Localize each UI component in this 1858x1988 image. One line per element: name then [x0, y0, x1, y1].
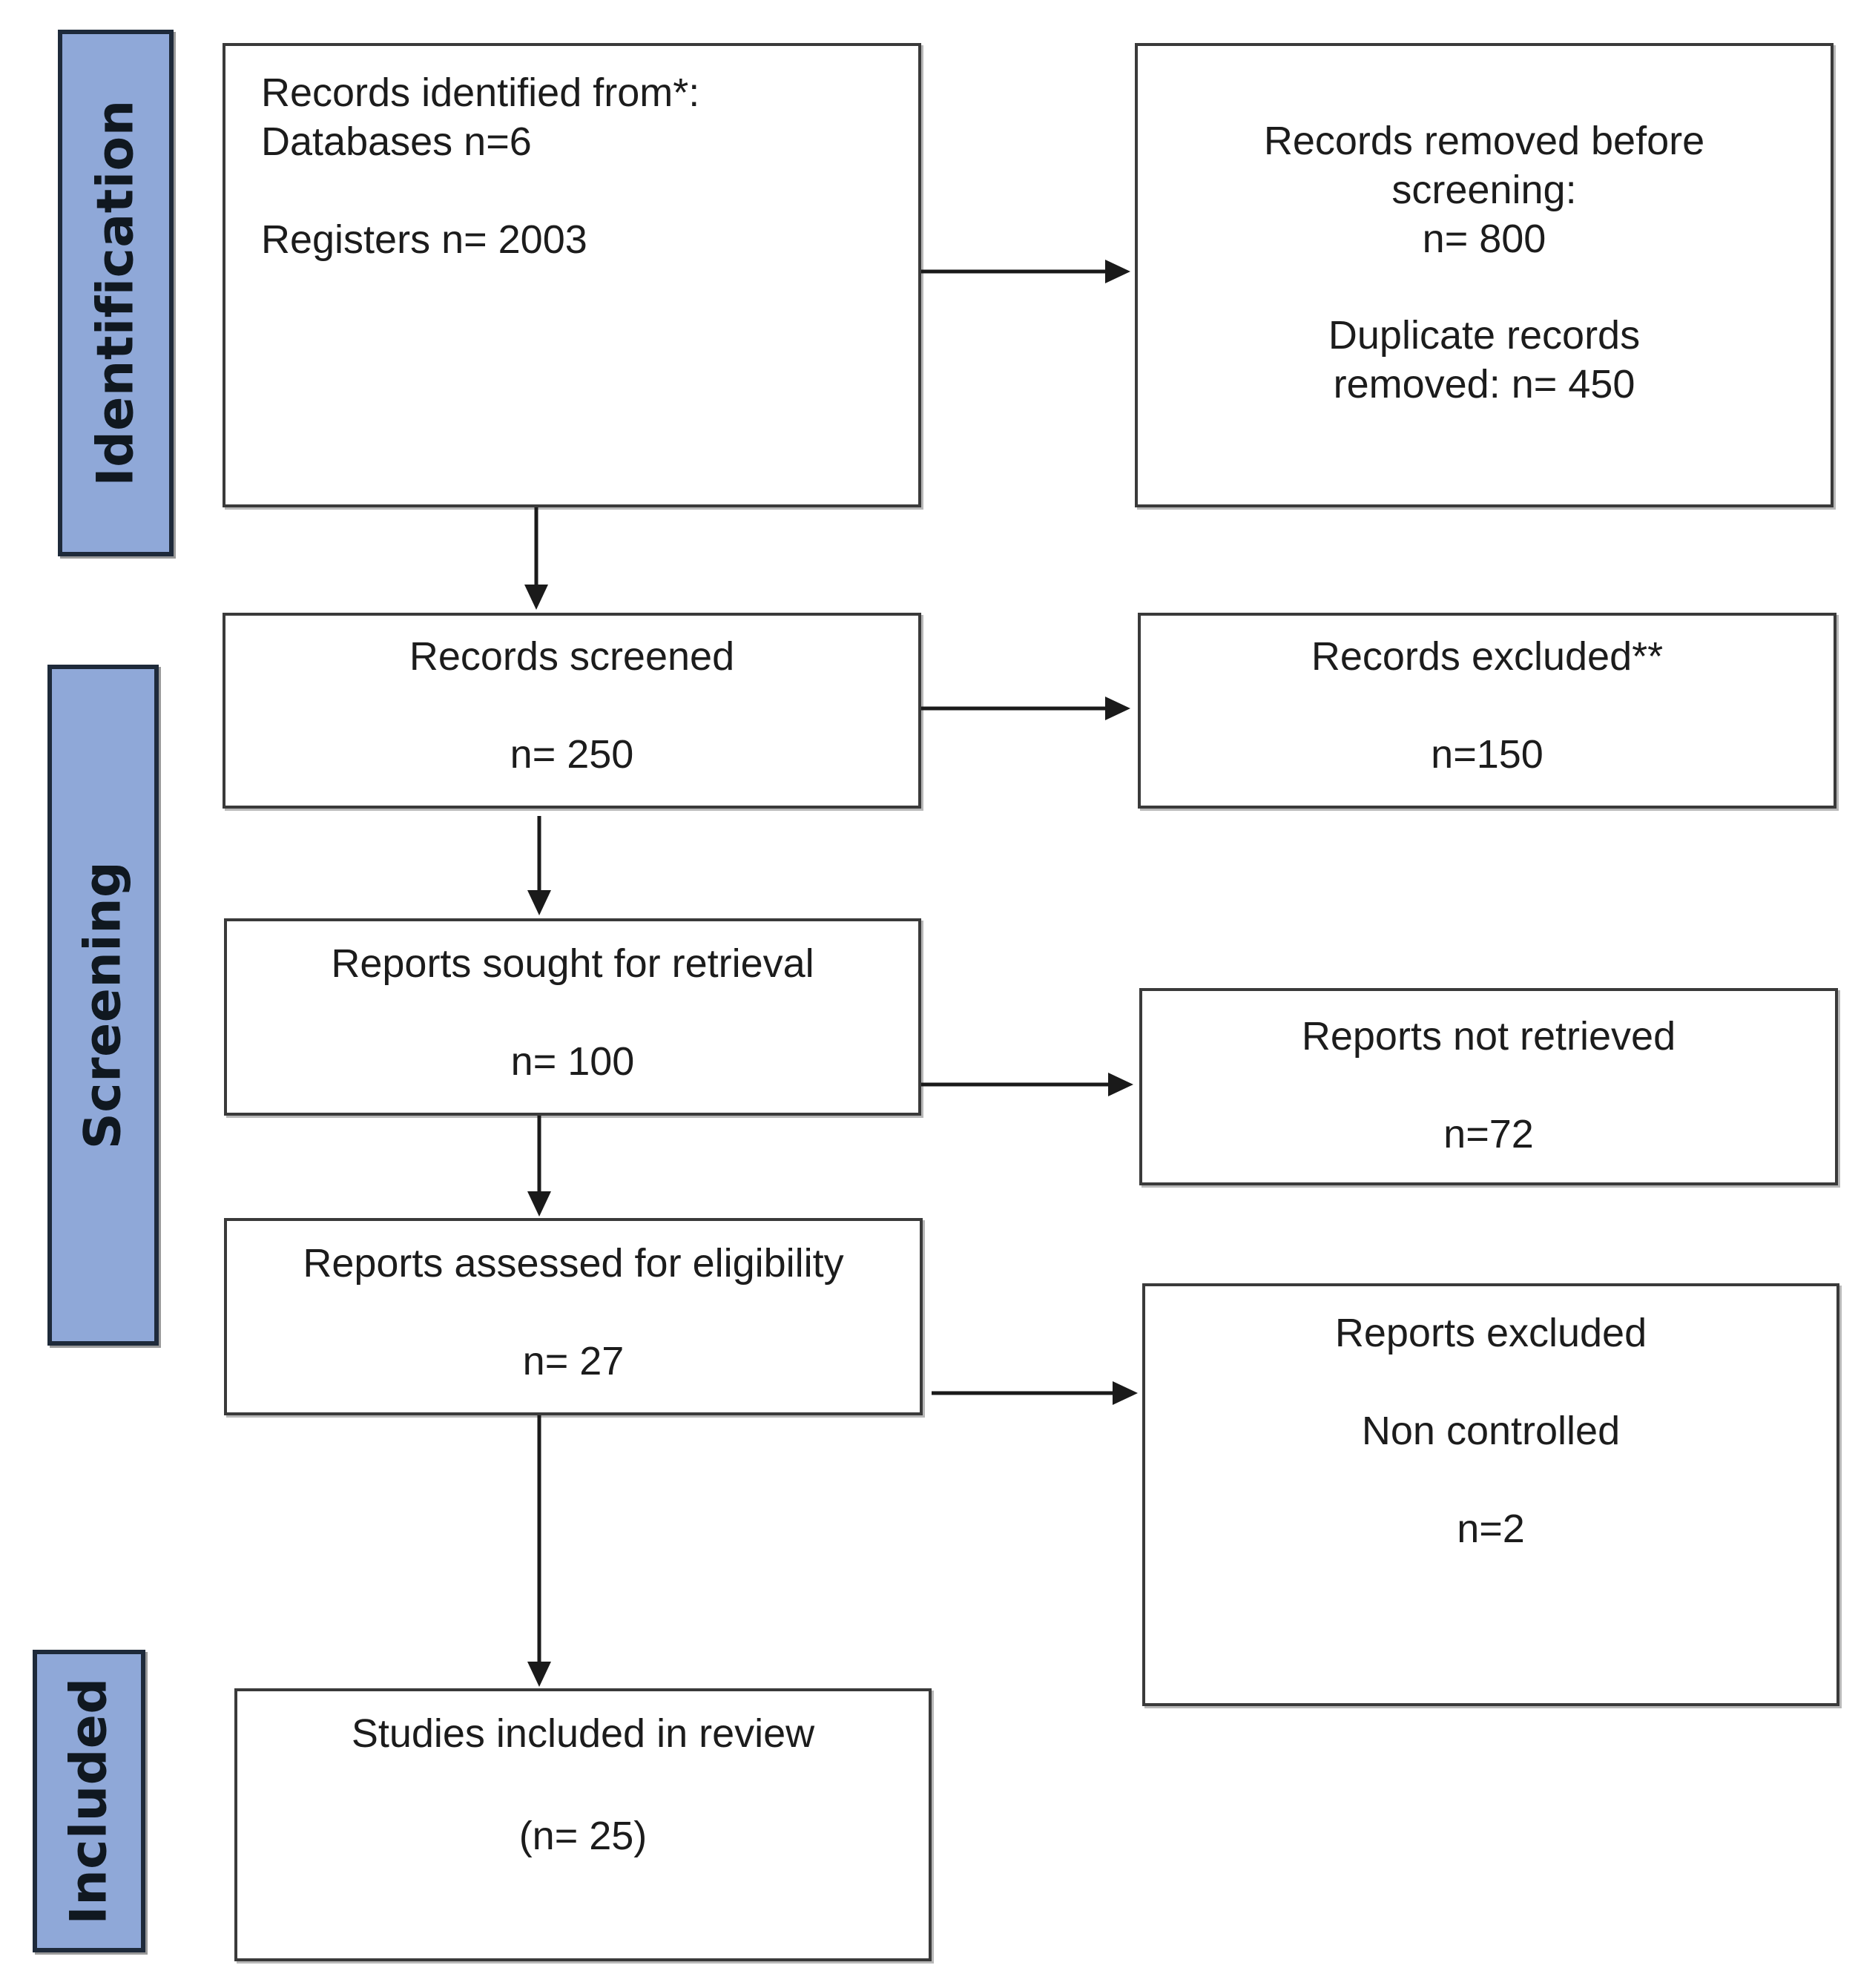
- stage-label-identification: Identification: [58, 30, 174, 556]
- reports-excluded-box: Reports excluded Non controlled n=2: [1142, 1283, 1839, 1706]
- reports-not-retrieved-box: Reports not retrieved n=72: [1139, 988, 1838, 1185]
- arrowhead-included: [527, 1662, 551, 1687]
- records-removed-count: n= 800: [1422, 217, 1546, 261]
- stage-label-included-text: Included: [59, 1677, 119, 1925]
- horizontal-arrowheads: [1105, 260, 1138, 1405]
- arrowhead-sought: [527, 890, 551, 915]
- records-excluded-box: Records excluded** n=150: [1138, 613, 1836, 809]
- arrowhead-excluded: [1105, 697, 1130, 720]
- records-removed-heading-2: screening:: [1391, 168, 1577, 212]
- records-excluded-count: n=150: [1431, 732, 1544, 777]
- arrowhead-reports-excluded: [1113, 1381, 1138, 1405]
- reports-sought-box: Reports sought for retrieval n= 100: [224, 918, 921, 1116]
- studies-included-box: Studies included in review (n= 25): [234, 1688, 932, 1961]
- studies-included-label: Studies included in review: [351, 1711, 815, 1756]
- stage-label-screening: Screening: [47, 665, 159, 1346]
- databases-count: Databases n=6: [261, 119, 532, 164]
- reports-not-retrieved-label: Reports not retrieved: [1301, 1014, 1676, 1059]
- records-identified-heading: Records identified from*:: [261, 70, 700, 115]
- reports-assessed-count: n= 27: [522, 1339, 625, 1383]
- records-screened-label: Records screened: [409, 634, 735, 679]
- horizontal-arrows: [921, 269, 1113, 1395]
- arrowhead-assessed: [527, 1191, 551, 1217]
- arrowhead-removed: [1105, 260, 1130, 283]
- reports-excluded-count: n=2: [1457, 1507, 1525, 1551]
- arrowhead-not-retrieved: [1108, 1073, 1133, 1096]
- studies-included-count: (n= 25): [518, 1814, 648, 1858]
- records-excluded-label: Records excluded**: [1311, 634, 1664, 679]
- duplicates-count: removed: n= 450: [1333, 362, 1635, 407]
- registers-count: Registers n= 2003: [261, 217, 587, 262]
- stage-label-screening-text: Screening: [73, 860, 133, 1150]
- records-screened-count: n= 250: [510, 732, 634, 777]
- records-screened-box: Records screened n= 250: [223, 613, 921, 809]
- reports-sought-label: Reports sought for retrieval: [331, 941, 814, 986]
- records-identified-box: Records identified from*: Databases n=6 …: [223, 43, 921, 507]
- records-removed-heading-1: Records removed before: [1263, 119, 1705, 163]
- duplicates-heading: Duplicate records: [1328, 313, 1641, 358]
- arrowhead-screened: [524, 585, 548, 610]
- reports-assessed-box: Reports assessed for eligibility n= 27: [224, 1218, 923, 1415]
- reports-assessed-label: Reports assessed for eligibility: [303, 1241, 844, 1286]
- reports-sought-count: n= 100: [510, 1039, 635, 1084]
- reports-excluded-reason: Non controlled: [1361, 1409, 1621, 1453]
- reports-not-retrieved-count: n=72: [1443, 1112, 1534, 1156]
- stage-label-identification-text: Identification: [86, 99, 145, 487]
- records-removed-box: Records removed before screening: n= 800…: [1135, 43, 1834, 507]
- reports-excluded-label: Reports excluded: [1334, 1311, 1647, 1355]
- stage-label-included: Included: [33, 1650, 145, 1952]
